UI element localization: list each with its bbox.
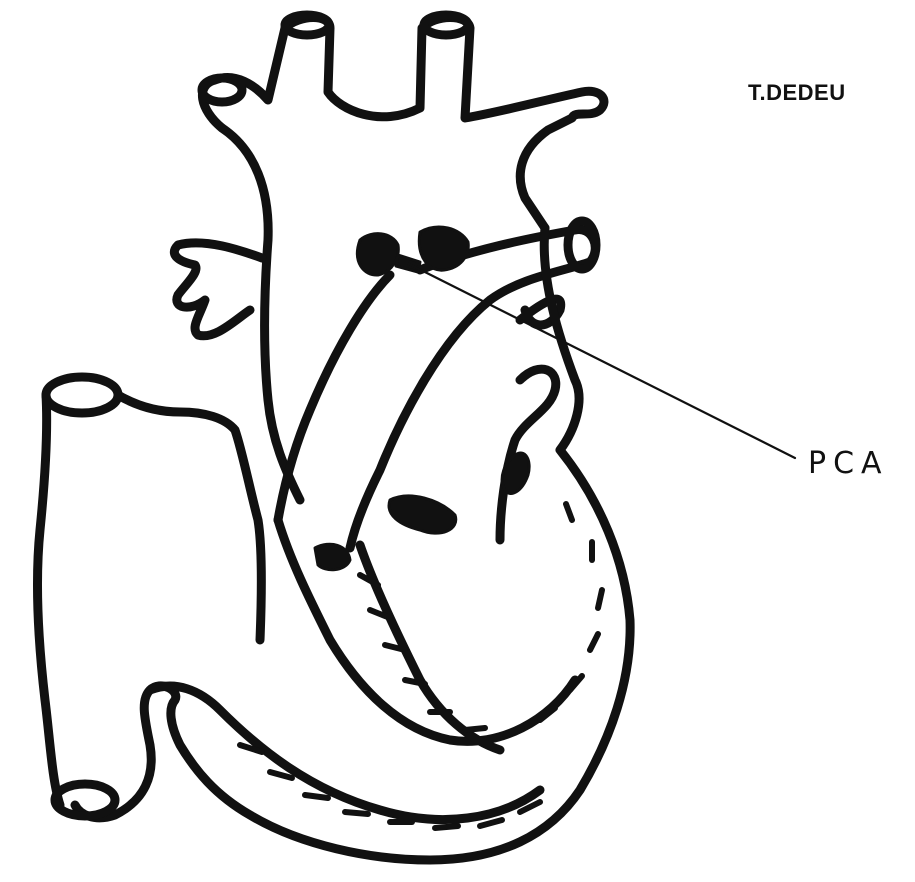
pulmonary-veins [174,243,262,336]
pca-label: PCA [808,446,889,481]
pca-leader-line [405,262,795,458]
septum [278,496,575,750]
ventricle-hatching [150,504,602,828]
author-credit: T.DEDEU [748,80,846,106]
